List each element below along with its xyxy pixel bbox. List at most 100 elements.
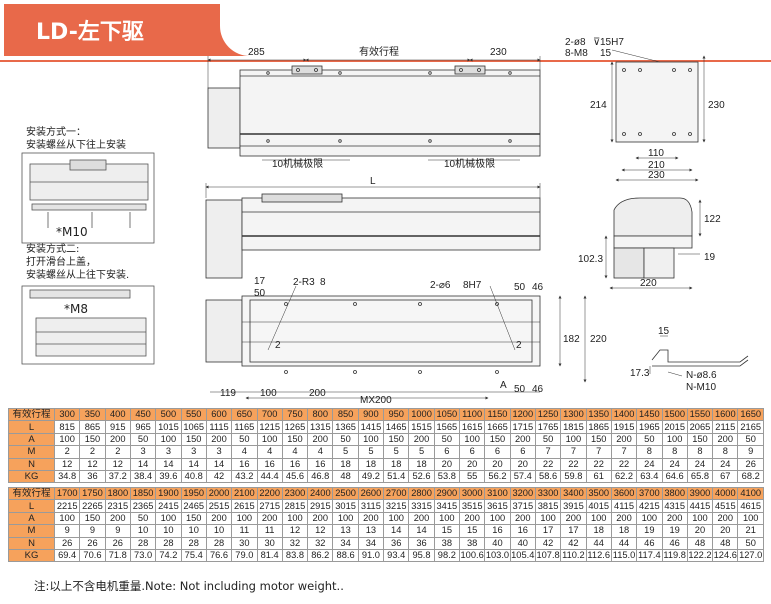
table-cell: 71.8 <box>104 548 131 563</box>
table-cell: 56.2 <box>484 469 511 484</box>
table-cell: 865 <box>79 420 106 434</box>
table-cell: 16 <box>281 457 309 471</box>
dim-total-L: L <box>370 176 376 187</box>
table-cell: 800 <box>307 407 334 422</box>
table-cell: 1915 <box>610 420 638 434</box>
table-cell: 2465 <box>180 499 207 513</box>
table-cell: 2000 <box>205 486 233 501</box>
table-cell: 14 <box>155 457 182 471</box>
table-cell: 40 <box>509 536 536 550</box>
table-cell: 53.8 <box>433 469 461 484</box>
table-cell: 3800 <box>661 486 688 501</box>
table-cell: 26 <box>79 536 106 550</box>
mount2-title: 安装方式二: <box>26 244 80 255</box>
table-cell: 22 <box>534 457 562 471</box>
table-cell: 2600 <box>357 486 385 501</box>
table-cell: 1015 <box>155 420 182 434</box>
table-cell: 3600 <box>610 486 638 501</box>
table-cell: 3000 <box>458 486 486 501</box>
table-cell: 4100 <box>737 486 764 501</box>
table-cell: 100 <box>383 511 410 526</box>
table-cell: 1950 <box>180 486 207 501</box>
row-label: L <box>8 420 55 434</box>
table-cell: 3100 <box>484 486 511 501</box>
table-cell: 2165 <box>737 420 764 434</box>
det-15: 15 <box>658 326 670 337</box>
table-cell: 7 <box>534 445 562 459</box>
table-cell: 3200 <box>509 486 536 501</box>
mount2-screw: *M8 <box>64 302 88 316</box>
table-cell: 150 <box>585 432 612 447</box>
table-cell: 100.6 <box>458 548 486 563</box>
table-cell: 150 <box>484 432 511 447</box>
table-cell: 16 <box>509 524 536 538</box>
table-cell: 1315 <box>307 420 334 434</box>
end-h-214: 214 <box>590 100 607 111</box>
table-cell: 30 <box>231 536 258 550</box>
table-cell: 14 <box>205 457 233 471</box>
table-cell: 76.6 <box>205 548 233 563</box>
table-cell: 100 <box>332 511 359 526</box>
table-cell: 15 <box>458 524 486 538</box>
table-cell: 122.2 <box>686 548 714 563</box>
table-cell: 200 <box>560 511 587 526</box>
table-cell: 28 <box>205 536 233 550</box>
page-title: LD-左下驱 <box>36 20 144 45</box>
table-cell: 42 <box>534 536 562 550</box>
table-cell: 200 <box>712 432 739 447</box>
table-cell: 1250 <box>534 407 562 422</box>
detail-view <box>649 335 749 377</box>
table-cell: 7 <box>560 445 587 459</box>
table-cell: 3815 <box>534 499 562 513</box>
table-cell: 4215 <box>636 499 663 513</box>
table-cell: 3715 <box>509 499 536 513</box>
table-cell: 7 <box>610 445 638 459</box>
table-cell: 39.6 <box>155 469 182 484</box>
front-view <box>205 183 541 279</box>
table-cell: 16 <box>231 457 258 471</box>
table-cell: 100 <box>357 432 385 447</box>
table-cell: 200 <box>509 511 536 526</box>
table-cell: 3 <box>180 445 207 459</box>
table-cell: 5 <box>383 445 410 459</box>
side-19: 19 <box>704 252 716 263</box>
dim-r3-depth: 8 <box>320 277 326 288</box>
table-cell: 50 <box>737 432 764 447</box>
table-cell: 36 <box>408 536 435 550</box>
table-cell: 100 <box>256 432 283 447</box>
dim-46b: 46 <box>532 384 544 395</box>
end-w-230: 230 <box>648 170 665 181</box>
table-cell: 50 <box>332 432 359 447</box>
table-cell: 2715 <box>256 499 283 513</box>
table-cell: 46 <box>661 536 688 550</box>
table-cell: 1350 <box>585 407 612 422</box>
dim-50b: 50 <box>514 282 526 293</box>
table-cell: 1200 <box>509 407 536 422</box>
table-cell: 59.8 <box>560 469 587 484</box>
table-cell: 100 <box>534 511 562 526</box>
end-w-210: 210 <box>648 160 665 171</box>
table-cell: 150 <box>383 432 410 447</box>
table-cell: 34 <box>357 536 385 550</box>
table-cell: 2700 <box>383 486 410 501</box>
table-cell: 38 <box>433 536 461 550</box>
mount1-title: 安装方式一： <box>26 127 86 138</box>
table-cell: 88.6 <box>332 548 359 563</box>
table-cell: 43.2 <box>231 469 258 484</box>
side-102: 102.3 <box>578 254 603 265</box>
table-cell: 200 <box>408 511 435 526</box>
table-cell: 98.2 <box>433 548 461 563</box>
dim-182: 182 <box>563 334 580 345</box>
table-cell: 450 <box>129 407 157 422</box>
table-cell: 4415 <box>686 499 714 513</box>
dim-hole-6-depth: 8H7 <box>463 280 482 291</box>
table-cell: 3400 <box>560 486 587 501</box>
table-cell: 2215 <box>53 499 81 513</box>
table-cell: 1165 <box>231 420 258 434</box>
table-cell: 100 <box>585 511 612 526</box>
